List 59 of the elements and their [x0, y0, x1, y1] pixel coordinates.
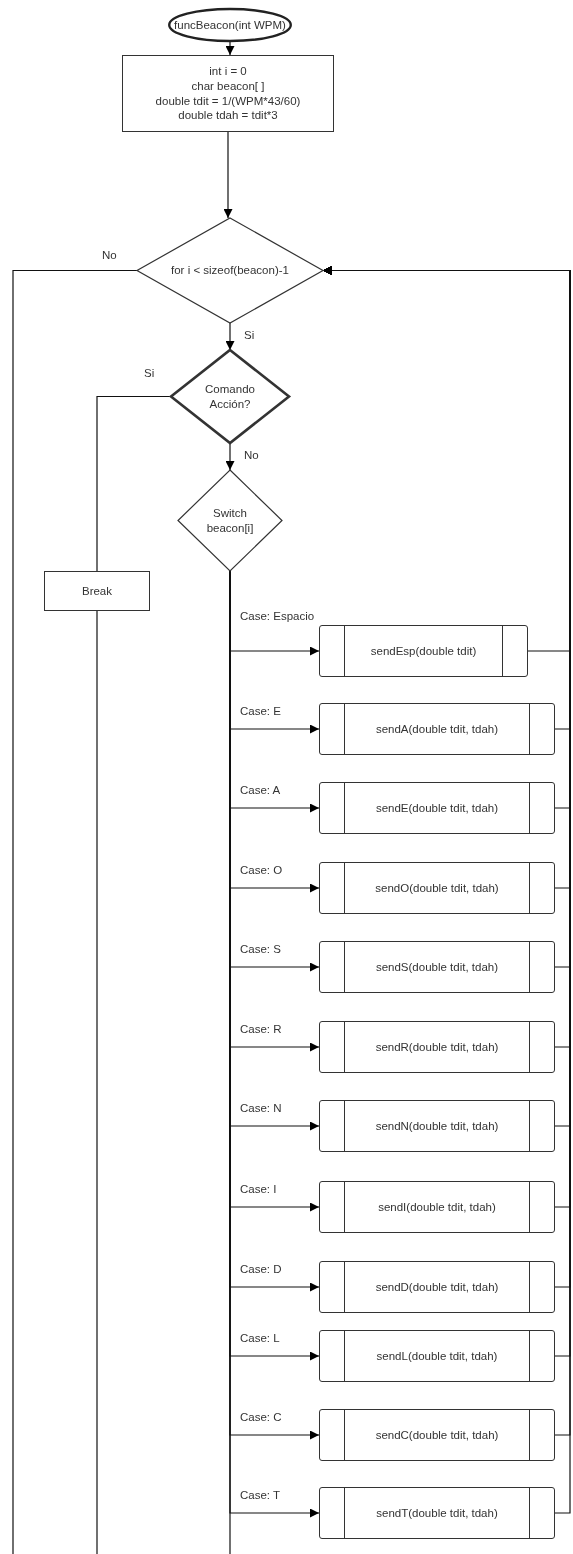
edge-label: Case: C: [238, 1411, 284, 1423]
subprocess-box: [319, 782, 555, 834]
decision-diamond: [137, 218, 323, 323]
subprocess-box: [319, 1100, 555, 1152]
subprocess-box: [319, 1021, 555, 1073]
node-text: sendD(double tdit, tdah): [375, 1279, 499, 1295]
arrow: [225, 442, 235, 471]
node-text: Comando Acción?: [204, 381, 256, 412]
edge-label: Case: I: [238, 1183, 279, 1195]
edge-label: Case: R: [238, 1023, 284, 1035]
subprocess-box: [319, 1261, 555, 1313]
edge-label: Si: [242, 329, 257, 341]
subprocess-box: [319, 703, 555, 755]
node-text: sendC(double tdit, tdah): [375, 1427, 499, 1443]
node-text: sendI(double tdit, tdah): [378, 1199, 496, 1215]
subprocess-box: [319, 1330, 555, 1382]
arrow: [223, 131, 233, 219]
edge-label: Case: L: [238, 1332, 282, 1344]
subprocess-box: [319, 941, 555, 993]
node-text: sendE(double tdit, tdah): [375, 800, 499, 816]
decision-diamond: [178, 470, 282, 571]
edge-label: Case: N: [238, 1102, 284, 1114]
arrow: [225, 322, 235, 351]
node-text: Switch beacon[i]: [205, 505, 255, 536]
node-text: sendO(double tdit, tdah): [375, 880, 499, 896]
edge-label: No: [242, 449, 261, 461]
start-ellipse: [168, 8, 292, 42]
node-text: double tdah = tdit*3: [178, 108, 278, 124]
node-text: char beacon[ ]: [191, 78, 265, 94]
node-text: sendN(double tdit, tdah): [375, 1118, 499, 1134]
node-text: for i < sizeof(beacon)-1: [171, 263, 289, 278]
edge-label: Case: O: [238, 864, 285, 876]
edge-label: Case: A: [238, 784, 283, 796]
subprocess-box: [319, 1409, 555, 1461]
process-box: [122, 55, 334, 132]
subprocess-box: [319, 1181, 555, 1233]
edge-label: Case: D: [238, 1263, 284, 1275]
edge-label: No: [100, 248, 119, 261]
subprocess-box: [319, 862, 555, 914]
node-text: sendR(double tdit, tdah): [375, 1039, 499, 1055]
node-text: sendS(double tdit, tdah): [375, 959, 499, 975]
node-text: double tdit = 1/(WPM*43/60): [155, 93, 301, 109]
edge-label: Case: T: [238, 1489, 283, 1501]
process-box: [44, 571, 150, 611]
decision-diamond: [171, 350, 289, 443]
node-text: Break: [81, 583, 112, 599]
node-text: sendL(double tdit, tdah): [376, 1348, 498, 1364]
node-text: sendT(double tdit, tdah): [376, 1505, 498, 1521]
subprocess-box: [319, 1487, 555, 1539]
edge-label: Case: Espacio: [238, 610, 317, 622]
edge-label: Si: [142, 366, 157, 379]
arrow: [225, 41, 235, 56]
node-text: funcBeacon(int WPM): [174, 17, 286, 33]
edge-label: Case: S: [238, 943, 283, 955]
edge-label: Case: E: [238, 705, 283, 717]
node-text: sendA(double tdit, tdah): [375, 721, 499, 737]
node-text: sendEsp(double tdit): [370, 643, 477, 659]
node-text: int i = 0: [209, 63, 247, 79]
subprocess-box: [319, 625, 528, 677]
